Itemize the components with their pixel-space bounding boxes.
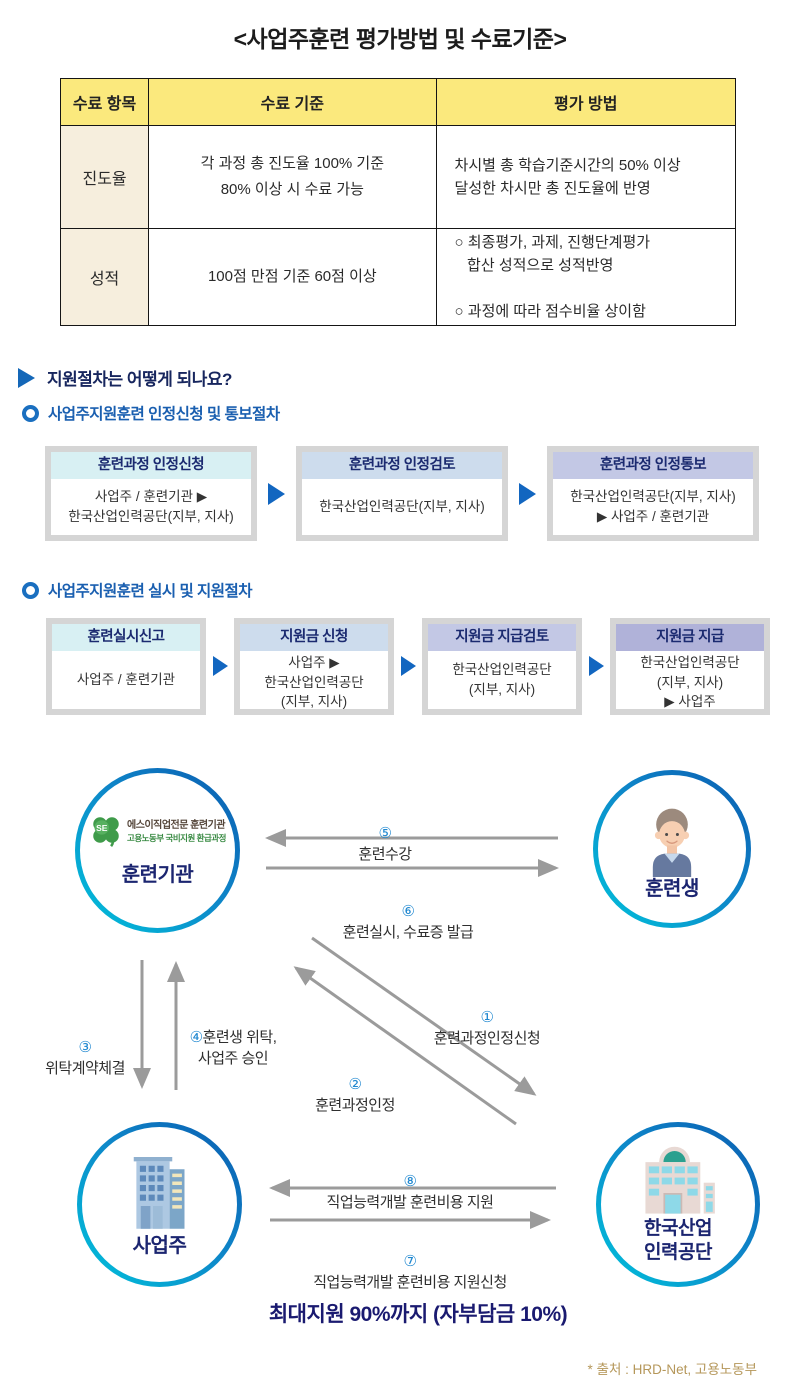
node-trainee: 훈련생 <box>593 770 751 928</box>
arrow-label-text: 위탁계약체결 <box>45 1059 125 1077</box>
table-header-row: 수료 항목 수료 기준 평가 방법 <box>59 78 737 126</box>
flow1-subheading: 사업주지원훈련 인정신청 및 통보절차 <box>22 402 280 424</box>
circle-bullet-icon <box>22 581 39 599</box>
table-cell-item-score: 성적 <box>59 228 150 326</box>
flow-step-body: 사업주 ▶ 한국산업인력공단 (지부, 지사) <box>264 655 364 710</box>
flow-arrow-icon <box>268 483 285 505</box>
table-header-method: 평가 방법 <box>435 78 737 126</box>
arrow-label-num: ① <box>480 1009 494 1027</box>
arrow-label-num: ⑥ <box>401 903 415 921</box>
institution-logo-line2: 고용노동부 국비지원 환급과정 <box>127 833 226 843</box>
arrow-label-num: ② <box>348 1076 362 1094</box>
table-cell-method-score: ○ 최종평가, 과제, 진행단계평가 합산 성적으로 성적반영 ○ 과정에 따라… <box>435 228 737 326</box>
arrow-label-6: ⑥ 훈련실시, 수료증 발급 <box>288 882 528 943</box>
arrow-label-text: 훈련수강 <box>358 845 412 863</box>
arrow-label-num: ④ <box>189 1029 203 1047</box>
flow2-step-4: 지원금 지급 한국산업인력공단 (지부, 지사) ▶ 사업주 <box>610 618 770 715</box>
page-title: <사업주훈련 평가방법 및 수료기준> <box>233 26 567 52</box>
flow-step-title: 지원금 지급검토 <box>428 624 576 651</box>
employer-label: 사업주 <box>132 1235 187 1257</box>
node-employer: 사업주 <box>77 1122 242 1287</box>
flow-arrow-icon <box>401 656 416 676</box>
flow-arrow-icon <box>519 483 536 505</box>
trainee-avatar-icon <box>652 808 692 877</box>
employer-building-icon <box>133 1157 184 1229</box>
completion-criteria-table: 수료 항목 수료 기준 평가 방법 진도율 각 과정 총 진도율 100% 기준… <box>59 78 737 326</box>
flow-step-body: 한국산업인력공단(지부, 지사) ▶ 사업주 / 훈련기관 <box>570 489 736 524</box>
flow-arrow-icon <box>213 656 228 676</box>
hrdk-label: 한국산업 인력공단 <box>644 1217 712 1263</box>
source-note: * 출처 : HRD-Net, 고용노동부 <box>587 1362 757 1377</box>
flow1-step-2: 훈련과정 인정검토 한국산업인력공단(지부, 지사) <box>296 446 508 541</box>
flow-step-title: 훈련과정 인정신청 <box>51 452 251 479</box>
circle-bullet-icon <box>22 404 39 422</box>
flow-step-title: 훈련실시신고 <box>52 624 200 651</box>
clover-logo-icon: SE <box>93 817 119 847</box>
table-header-item: 수료 항목 <box>59 78 150 126</box>
support-procedure-heading-text: 지원절차는 어떻게 되나요? <box>47 370 232 389</box>
flow-step-body: 한국산업인력공단(지부, 지사) <box>319 499 485 515</box>
arrow-label-text: 훈련과정인정 <box>315 1096 395 1114</box>
flow-arrow-icon <box>589 656 604 676</box>
arrow-label-4: ④훈련생 위탁, 사업주 승인 <box>158 1008 308 1069</box>
arrow-label-text: 직업능력개발 훈련비용 지원신청 <box>313 1273 507 1291</box>
arrow-label-num: ⑤ <box>378 825 392 843</box>
node-institution: SE 에스이직업전문 훈련기관 고용노동부 국비지원 환급과정 훈련기관 <box>75 768 240 933</box>
flow2-step-1: 훈련실시신고 사업주 / 훈련기관 <box>46 618 206 715</box>
support-procedure-heading: 지원절차는 어떻게 되나요? <box>18 365 232 390</box>
arrow-label-7: ⑦ 직업능력개발 훈련비용 지원신청 <box>260 1232 560 1293</box>
table-cell-criteria-progress: 각 과정 총 진도율 100% 기준 80% 이상 시 수료 가능 <box>148 125 437 229</box>
flow2-step-2: 지원금 신청 사업주 ▶ 한국산업인력공단 (지부, 지사) <box>234 618 394 715</box>
flow-step-body: 사업주 / 훈련기관 ▶ 한국산업인력공단(지부, 지사) <box>68 489 234 524</box>
trainee-label: 훈련생 <box>645 877 699 900</box>
play-triangle-icon <box>18 367 35 388</box>
arrow-label-num: ③ <box>78 1039 92 1057</box>
arrow-label-text: 훈련과정인정신청 <box>433 1029 541 1047</box>
clover-logo-se-text: SE <box>96 823 108 833</box>
flow-step-title: 지원금 신청 <box>240 624 388 651</box>
table-header-criteria: 수료 기준 <box>148 78 437 126</box>
flow-step-title: 훈련과정 인정검토 <box>302 452 502 479</box>
flow2-step-3: 지원금 지급검토 한국산업인력공단 (지부, 지사) <box>422 618 582 715</box>
flow-step-body: 한국산업인력공단 (지부, 지사) ▶ 사업주 <box>640 655 740 710</box>
flow1-step-3: 훈련과정 인정통보 한국산업인력공단(지부, 지사) ▶ 사업주 / 훈련기관 <box>547 446 759 541</box>
arrow-label-num: ⑧ <box>403 1173 417 1191</box>
flow2-subheading: 사업주지원훈련 실시 및 지원절차 <box>22 579 253 601</box>
flow-step-body: 사업주 / 훈련기관 <box>76 672 176 688</box>
flow1-subheading-text: 사업주지원훈련 인정신청 및 통보절차 <box>48 406 280 423</box>
institution-label: 훈련기관 <box>121 864 194 886</box>
max-support-note: 최대지원 90%까지 (자부담금 10%) <box>268 1303 568 1326</box>
institution-logo: SE 에스이직업전문 훈련기관 고용노동부 국비지원 환급과정 <box>89 813 226 847</box>
flow2-subheading-text: 사업주지원훈련 실시 및 지원절차 <box>48 583 253 600</box>
arrow-label-num: ⑦ <box>403 1253 417 1271</box>
flow-step-body: 한국산업인력공단 (지부, 지사) <box>452 662 552 697</box>
arrow-label-text: 훈련생 위탁, 사업주 승인 <box>197 1029 277 1067</box>
arrow-label-text: 훈련실시, 수료증 발급 <box>342 923 474 941</box>
table-row: 진도율 각 과정 총 진도율 100% 기준 80% 이상 시 수료 가능 차시… <box>59 125 737 229</box>
flow-step-title: 훈련과정 인정통보 <box>553 452 753 479</box>
table-cell-method-progress: 차시별 총 학습기준시간의 50% 이상 달성한 차시만 총 진도율에 반영 <box>435 125 737 229</box>
table-cell-item-progress: 진도율 <box>59 125 150 229</box>
arrow-label-text: 직업능력개발 훈련비용 지원 <box>326 1193 494 1211</box>
arrow-label-3: ③ 위탁계약체결 <box>14 1018 156 1079</box>
arrow-label-2: ② 훈련과정인정 <box>270 1055 440 1116</box>
arrow-label-8: ⑧ 직업능력개발 훈련비용 지원 <box>280 1152 540 1213</box>
institution-logo-line1: 에스이직업전문 훈련기관 <box>127 820 226 831</box>
flow1-step-1: 훈련과정 인정신청 사업주 / 훈련기관 ▶ 한국산업인력공단(지부, 지사) <box>45 446 257 541</box>
table-cell-criteria-score: 100점 만점 기준 60점 이상 <box>148 228 437 326</box>
node-hrdk: 한국산업 인력공단 <box>596 1122 760 1287</box>
arrow-label-1: ① 훈련과정인정신청 <box>387 988 587 1049</box>
arrow-label-5: ⑤ 훈련수강 <box>300 804 470 865</box>
table-row: 성적 100점 만점 기준 60점 이상 ○ 최종평가, 과제, 진행단계평가 … <box>59 228 737 326</box>
hrdk-building-icon <box>645 1146 715 1214</box>
flow-step-title: 지원금 지급 <box>616 624 764 651</box>
